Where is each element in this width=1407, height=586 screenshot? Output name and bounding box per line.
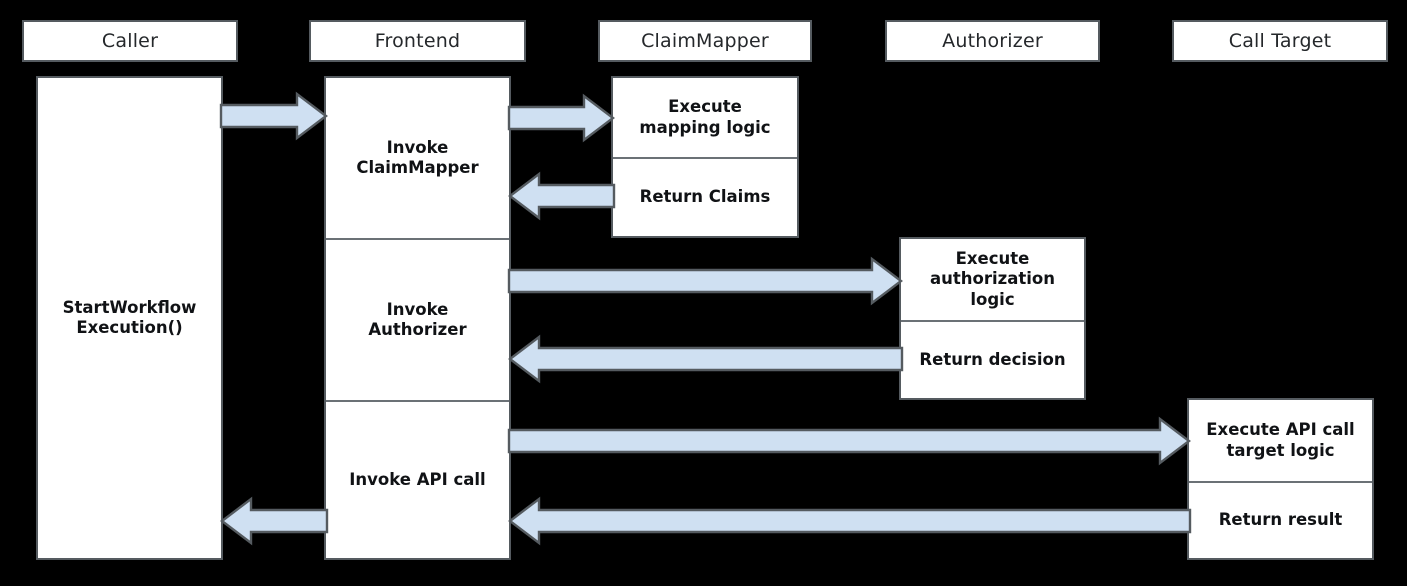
lane-header-caller-label: Caller — [101, 30, 159, 52]
lane-header-caller: Caller — [22, 20, 238, 62]
message-arrow-authorizer-to-frontend — [508, 334, 904, 384]
activation-cell-calltarget-return-result: Return result — [1189, 481, 1372, 558]
lane-header-authorizer: Authorizer — [885, 20, 1100, 62]
lane-header-authorizer-label: Authorizer — [942, 30, 1043, 52]
lane-header-calltarget: Call Target — [1172, 20, 1388, 62]
lane-header-calltarget-label: Call Target — [1228, 30, 1332, 52]
message-arrow-frontend-to-authorizer — [507, 256, 903, 306]
lane-header-claimmapper: ClaimMapper — [598, 20, 812, 62]
activation-cell-frontend-invoke-api-call: Invoke API call — [326, 400, 509, 558]
message-arrow-claimmapper-to-frontend — [508, 171, 616, 221]
message-arrow-frontend-to-caller — [220, 496, 329, 546]
activation-cell-claimmapper-return-claims: Return Claims — [613, 157, 797, 236]
message-arrow-caller-to-frontend — [219, 91, 328, 141]
message-arrow-calltarget-to-frontend — [508, 496, 1192, 546]
activation-cell-authorizer-return-decision: Return decision — [901, 320, 1084, 398]
lane-header-frontend: Frontend — [309, 20, 526, 62]
message-arrow-frontend-to-claimmapper — [507, 93, 615, 143]
lane-header-claimmapper-label: ClaimMapper — [641, 30, 769, 52]
lane-header-frontend-label: Frontend — [374, 30, 461, 52]
message-arrow-frontend-to-calltarget — [507, 416, 1191, 466]
